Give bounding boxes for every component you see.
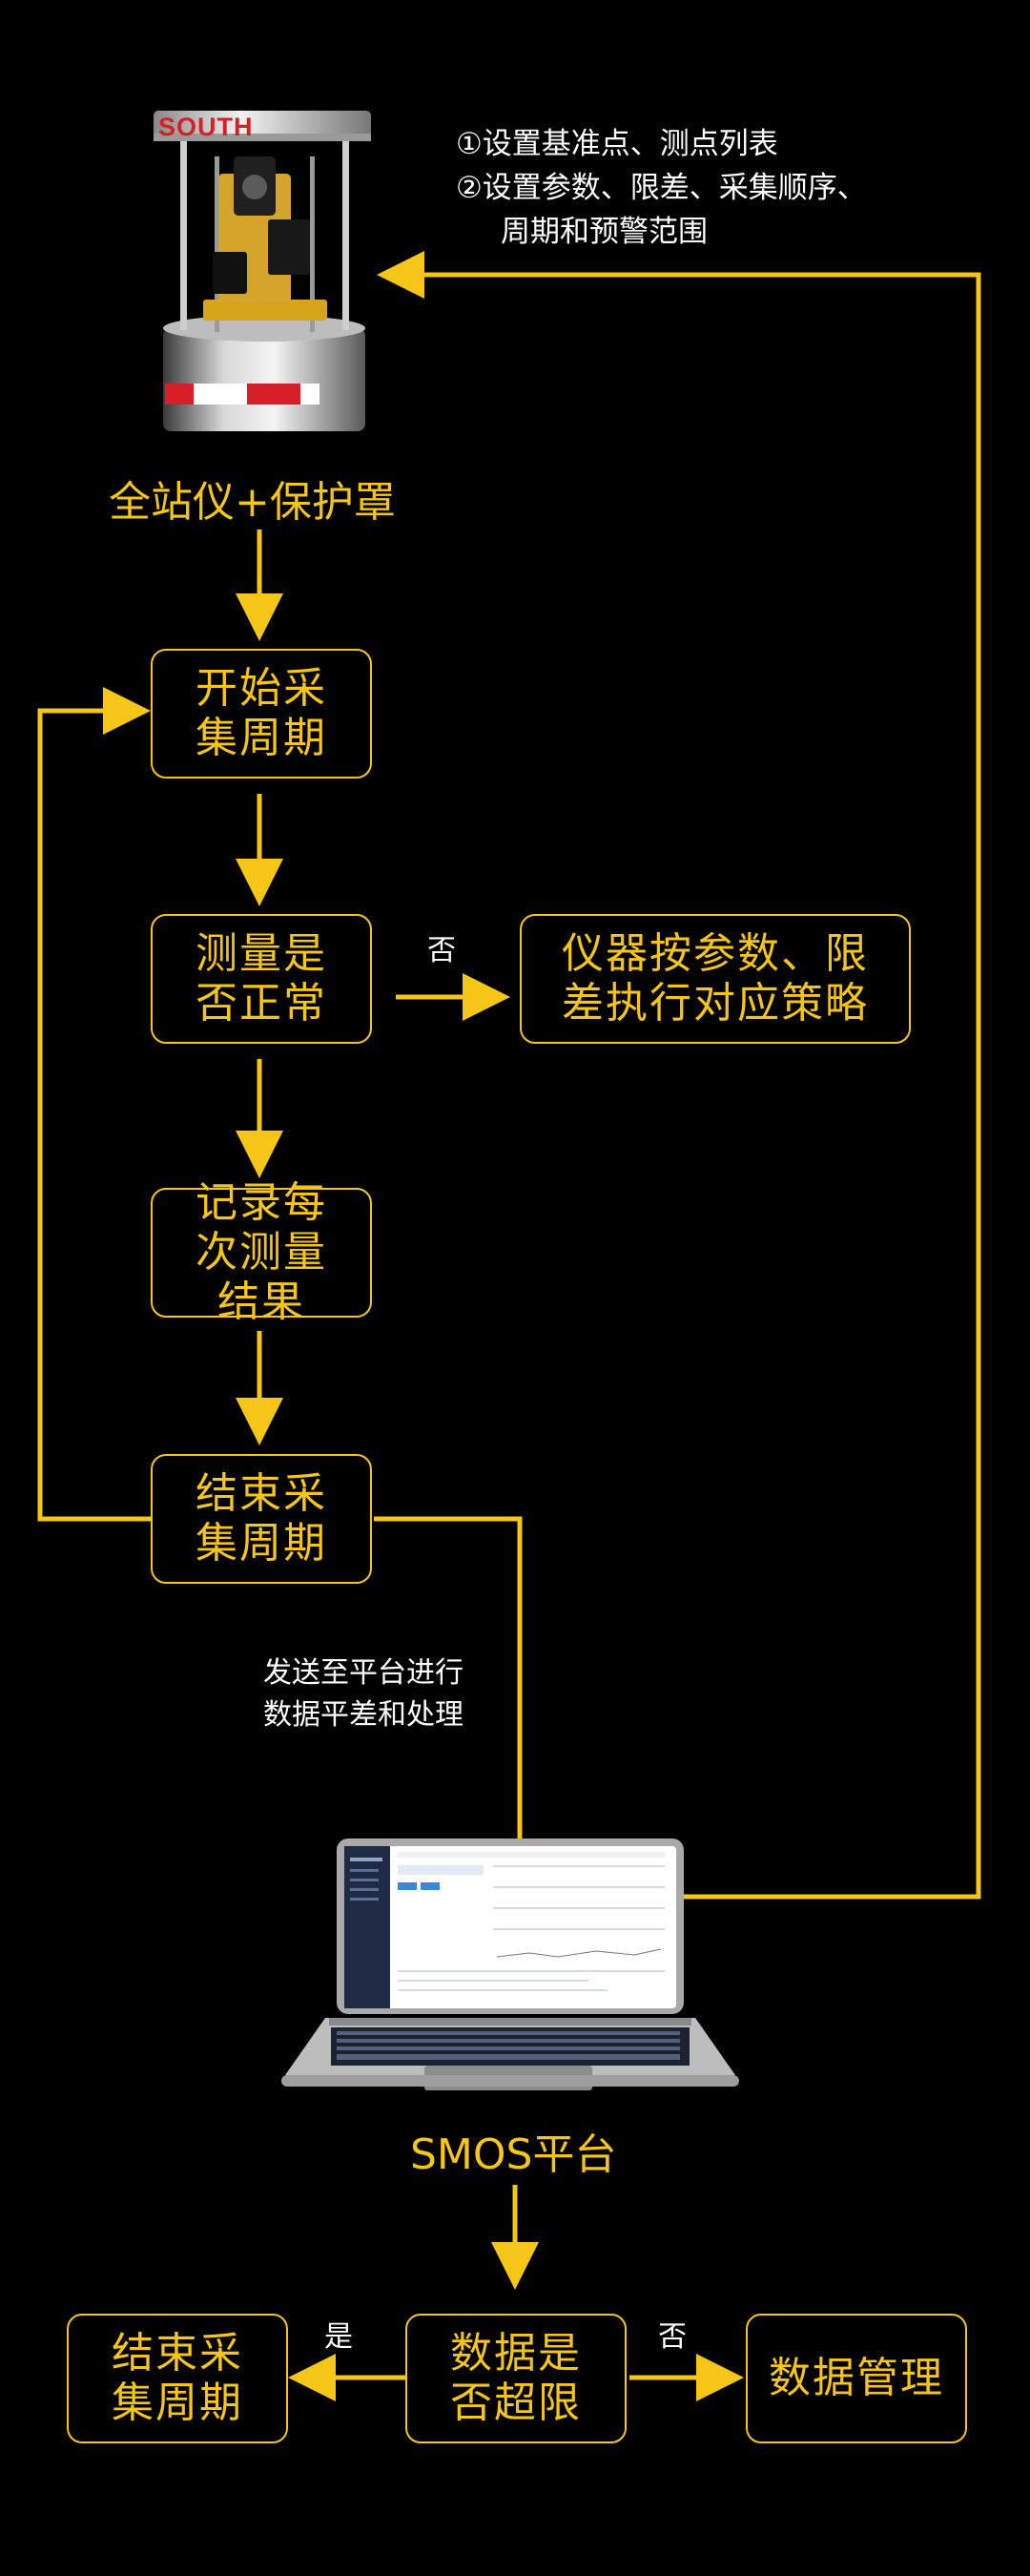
final-end-cycle: 结束采集周期 <box>67 2314 288 2443</box>
label-no-2: 否 <box>658 2320 687 2354</box>
device-label: 全站仪+保护罩 <box>109 478 396 527</box>
label-send-line-1: 发送至平台进行 <box>263 1656 464 1690</box>
brand-logo: SOUTH <box>158 113 254 141</box>
step-record-results: 记录每次测量结果 <box>151 1178 372 1326</box>
platform-label: SMOS平台 <box>410 2130 617 2179</box>
total-station-image <box>154 111 371 431</box>
data-management: 数据管理 <box>746 2314 967 2443</box>
loop-platform-to-device <box>377 251 981 1900</box>
laptop-image <box>281 1839 739 2090</box>
note-line-2: ②设置参数、限差、采集顺序、 <box>456 171 867 205</box>
label-send-line-2: 数据平差和处理 <box>263 1698 464 1732</box>
step-end-cycle: 结束采集周期 <box>151 1454 372 1584</box>
step-check-measurement: 测量是否正常 <box>151 914 372 1044</box>
line-end-to-platform <box>374 1516 523 1841</box>
label-no-1: 否 <box>427 934 456 967</box>
loop-end-to-start <box>37 687 151 1522</box>
step-strategy: 仪器按参数、限差执行对应策略 <box>520 914 911 1044</box>
note-line-3: 周期和预警范围 <box>501 215 708 249</box>
decision-overlimit: 数据是否超限 <box>405 2314 627 2443</box>
setup-notes: ①设置基准点、测点列表 ②设置参数、限差、采集顺序、 周期和预警范围 <box>456 122 867 254</box>
note-line-1: ①设置基准点、测点列表 <box>456 127 778 161</box>
step-start-cycle: 开始采集周期 <box>151 649 372 779</box>
label-yes: 是 <box>324 2320 353 2354</box>
